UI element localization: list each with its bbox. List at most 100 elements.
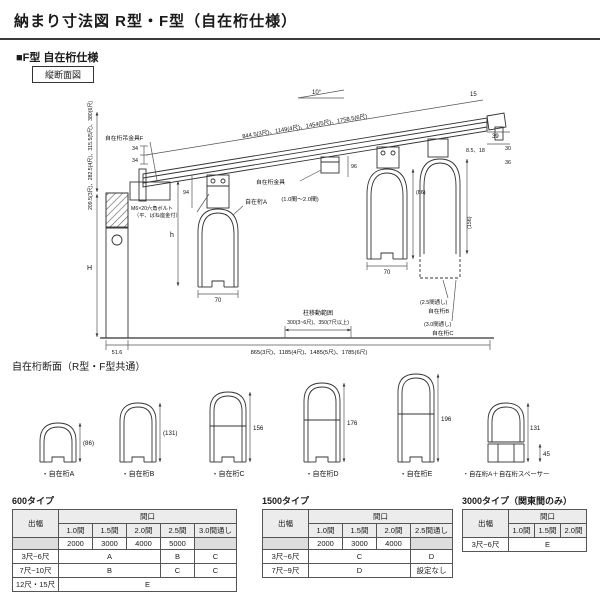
t3000-col-3: 2.0間 <box>560 523 587 538</box>
table-600-block: 600タイプ 出幅 間口 1.0間 1.5間 2.0間 2.5間 3.0間通し … <box>12 494 237 592</box>
t1500-size-4-blank <box>410 537 453 550</box>
t600-size-4: 5000 <box>160 537 195 550</box>
dim-70-right: 70 <box>384 270 391 276</box>
structure-lines <box>100 112 507 339</box>
t600-row1-v1: A <box>58 549 161 564</box>
dim-96: 96 <box>351 164 357 170</box>
table-1500: 出幅 間口 1.0間 1.5間 2.0間 2.5間通し 2000 3000 40… <box>262 509 453 578</box>
t600-row3-v1: E <box>58 577 237 592</box>
profile-e-label: ・自在桁E <box>400 469 433 478</box>
profiles <box>39 373 525 463</box>
t600-size-1: 2000 <box>58 537 93 550</box>
page-title: 納まり寸法図 R型・F型（自在桁仕様） <box>14 13 298 30</box>
girder-bc-bracket <box>427 138 449 158</box>
dim-H: H <box>87 265 92 272</box>
post-anchor-hatch <box>105 192 129 228</box>
t1500-col-3: 2.0間 <box>376 523 411 538</box>
t1500-size-blank <box>262 537 309 550</box>
table-1500-title: 1500タイプ <box>262 496 310 506</box>
girder-b-note: (2.5間通し) <box>420 298 447 306</box>
diagram-annotations: 10° 844.5(3尺)、1149(4尺)、1454(5尺)、1758.5(6… <box>87 90 511 356</box>
t1500-depth-header: 出幅 <box>262 509 309 538</box>
t1500-col-1: 1.0間 <box>308 523 343 538</box>
girder-a-label: 自在桁A <box>245 198 267 206</box>
girder-c-label: 自在桁C <box>432 329 454 337</box>
table-3000-block: 3000タイプ（関東間のみ） 出幅 間口 1.0間 1.5間 2.0間 3尺~6… <box>462 494 587 552</box>
dim-15: 15 <box>470 92 477 98</box>
girder-c-note: (3.0間通し) <box>424 320 451 328</box>
profile-a-spacer-label: ・自在桁A＋自在桁スペーサー <box>463 469 550 478</box>
t600-size-2: 3000 <box>92 537 127 550</box>
t1500-row1-v2: D <box>410 549 453 564</box>
t600-row1-v3: C <box>194 549 237 564</box>
dim-156: (156) <box>467 216 473 229</box>
dim-34-upper: 34 <box>132 146 138 152</box>
t600-col-3: 2.0間 <box>126 523 161 538</box>
profile-a-label: ・自在桁A <box>42 469 75 478</box>
t1500-row1-v1: C <box>308 549 411 564</box>
dim-51-6: 51.6 <box>112 350 123 356</box>
girder-cross-sections: (86) (131) 156 176 196 131 45 ・自在桁A ・自在桁… <box>39 373 551 478</box>
t600-size-blank <box>12 537 59 550</box>
girder-b-profile <box>419 158 461 254</box>
t1500-size-3: 4000 <box>376 537 411 550</box>
t600-row2-v2: C <box>160 563 195 578</box>
profile-d <box>303 382 341 462</box>
dimension-lines <box>95 89 510 350</box>
profile-e <box>397 373 435 462</box>
t1500-size-1: 2000 <box>308 537 343 550</box>
rafter2-profile <box>366 168 408 259</box>
post-bolt <box>111 234 123 246</box>
dim-70-left: 70 <box>215 298 222 304</box>
t3000-depth-header: 出幅 <box>462 509 509 538</box>
wall-bracket <box>129 181 171 201</box>
profile-a <box>39 422 77 462</box>
dim-94: 94 <box>183 190 189 196</box>
cross-sections-heading: 自在桁断面（R型・F型共通） <box>12 362 146 373</box>
table-3000-title: 3000タイプ（関東間のみ） <box>462 496 573 506</box>
girder-a-profile <box>197 208 239 287</box>
profile-d-dim: 176 <box>347 420 358 427</box>
t600-size-3: 4000 <box>126 537 161 550</box>
girder-fitting-label: 自在桁金具 <box>256 178 285 186</box>
slope-length-dim: 844.5(3尺)、1149(4尺)、1454(5尺)、1758.5(6尺) <box>242 113 368 140</box>
girder-fitting <box>320 156 340 174</box>
page-header: 納まり寸法図 R型・F型（自在桁仕様） <box>0 0 600 40</box>
hanger-bracket-plate <box>138 168 147 202</box>
t600-size-5-blank <box>194 537 237 550</box>
bottom-span-dim: 865(3尺)、1185(4尺)、1485(5尺)、1785(6尺) <box>251 349 368 356</box>
profile-c-label: ・自在桁C <box>211 469 244 478</box>
bolt-label-line1: M6×20六角ボルト <box>131 204 173 212</box>
t1500-span-header: 間口 <box>308 509 453 524</box>
t3000-row1-v1: E <box>508 537 587 552</box>
t600-row2-v3: C <box>194 563 237 578</box>
t600-col-2: 1.5間 <box>92 523 127 538</box>
profile-d-label: ・自在桁D <box>305 469 338 478</box>
slope-angle-label: 10° <box>312 90 322 96</box>
front-end-cap <box>486 112 507 131</box>
girder-b-label: 自在桁B <box>428 307 449 315</box>
profile-c <box>209 391 247 462</box>
table-600: 出幅 間口 1.0間 1.5間 2.0間 2.5間 3.0間通し 2000 30… <box>12 509 237 592</box>
left-height-dim: 209.5(3尺)、282.5(4尺)、315.5(5尺)、380(6尺) <box>87 100 94 210</box>
t1500-row2-v2: 設定なし <box>410 563 453 578</box>
bolt-label-line2: （平、ばね座金付） <box>134 211 181 219</box>
t600-row2-label: 7尺~10尺 <box>12 563 59 578</box>
t600-col-4: 2.5間 <box>160 523 195 538</box>
girder-a-bracket <box>206 174 230 209</box>
table-3000: 出幅 間口 1.0間 1.5間 2.0間 3尺~6尺 E <box>462 509 587 552</box>
vertical-section-diagram: 10° 844.5(3尺)、1149(4尺)、1454(5尺)、1758.5(6… <box>87 89 511 356</box>
profile-e-dim: 196 <box>441 416 452 423</box>
profile-c-dim: 156 <box>253 425 264 432</box>
t600-row1-label: 3尺~6尺 <box>12 549 59 564</box>
profile-texts: (86) (131) 156 176 196 131 45 ・自在桁A ・自在桁… <box>42 416 551 478</box>
spacer-dim: 45 <box>543 451 550 458</box>
t600-depth-header: 出幅 <box>12 509 59 538</box>
t1500-size-2: 3000 <box>342 537 377 550</box>
profile-a-dim: (86) <box>83 440 94 447</box>
t1500-row2-v1: D <box>308 563 411 578</box>
t600-span-header: 間口 <box>58 509 237 524</box>
t1500-col-2: 1.5間 <box>342 523 377 538</box>
table-600-title: 600タイプ <box>12 496 55 506</box>
